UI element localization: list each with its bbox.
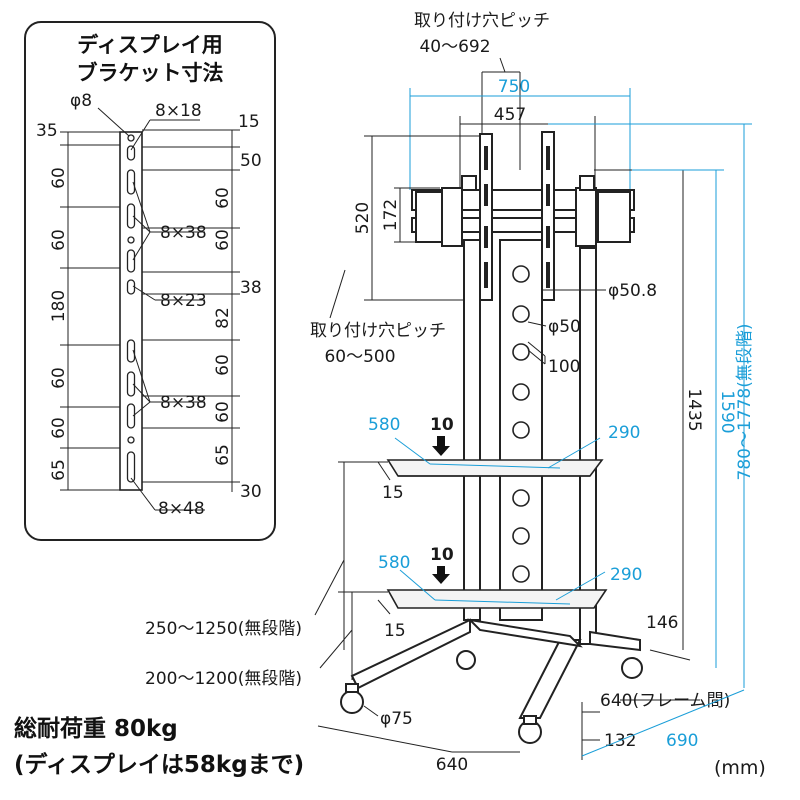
base-640: 640 — [436, 755, 468, 775]
bracket-right-82: 82 — [213, 307, 233, 329]
shelf1-load: 10 — [430, 415, 454, 435]
shelf2-load-arrow — [432, 566, 450, 584]
side-pitch-label: 取り付け穴ピッチ — [310, 321, 446, 341]
h-1435: 1435 — [684, 388, 704, 431]
bracket-slot-8x38-a: 8×38 — [160, 223, 207, 243]
side-pitch-leader — [329, 269, 346, 319]
shelf1-d-leader — [547, 437, 601, 469]
hole-dia-leader — [527, 321, 547, 327]
shelf-1 — [386, 459, 604, 477]
caster-leader — [363, 705, 379, 717]
bracket-hole-dia: φ8 — [70, 91, 92, 111]
bracket-left-60c: 60 — [49, 367, 69, 389]
h-1590-lines — [548, 123, 752, 688]
bracket-bar — [119, 131, 143, 491]
bracket-slot-8x18: 8×18 — [155, 101, 202, 121]
total-load: 総耐荷重 80kg — [14, 715, 178, 742]
width-750-lines — [409, 88, 631, 190]
bracket-right-38: 38 — [240, 278, 262, 298]
h-range: 780〜1778(無段階) — [735, 324, 755, 481]
bracket-left-60b: 60 — [49, 229, 69, 251]
shelf2-load: 10 — [430, 545, 454, 565]
width-750: 750 — [498, 77, 530, 97]
bracket-right-60b: 60 — [213, 229, 233, 251]
shelf2-d: 290 — [610, 565, 642, 585]
shelf2-d-leader — [555, 571, 606, 601]
shelf2-w-line — [434, 599, 571, 605]
dim-146: 146 — [646, 613, 678, 633]
shelf2-w: 580 — [378, 553, 410, 573]
pole-dia: φ50.8 — [608, 281, 657, 301]
caster: φ75 — [380, 709, 413, 729]
bracket-title-2: ブラケット寸法 — [77, 61, 224, 85]
shelf1-t: 15 — [382, 483, 404, 503]
bracket-right-60a: 60 — [213, 187, 233, 209]
shelf1-t-leader — [377, 461, 391, 481]
bracket-right-15: 15 — [238, 112, 260, 132]
bracket-right-30: 30 — [240, 482, 262, 502]
frame-640: 640(フレーム間) — [600, 691, 730, 711]
hole-dia-50: φ50 — [548, 317, 581, 337]
base-frame — [340, 618, 643, 744]
range-250: 250〜1250(無段階) — [145, 619, 302, 639]
height-172: 172 — [381, 199, 401, 231]
bracket-right-50: 50 — [240, 151, 262, 171]
shelf1-w-line — [429, 463, 561, 469]
shelf2-t-leader — [377, 599, 391, 615]
bracket-right-60c: 60 — [213, 354, 233, 376]
bracket-leaders — [97, 107, 205, 511]
shelf1-w-leader — [394, 437, 431, 465]
shelf1-w: 580 — [368, 415, 400, 435]
bracket-left-dims — [60, 131, 120, 491]
bracket-right-60d: 60 — [213, 401, 233, 423]
bracket-right-65: 65 — [213, 444, 233, 466]
bracket-holes — [126, 134, 136, 483]
range-200: 200〜1200(無段階) — [145, 669, 302, 689]
dim-690-line — [581, 689, 745, 757]
shelf-range-lines — [314, 461, 388, 680]
shelf2-w-leader — [399, 569, 436, 601]
shelf2-t: 15 — [384, 621, 406, 641]
bracket-left-60a: 60 — [49, 167, 69, 189]
bottom-dim-lines — [317, 649, 700, 760]
bracket-slot-8x23: 8×23 — [160, 291, 207, 311]
bracket-left-60d: 60 — [49, 417, 69, 439]
bracket-left-35: 35 — [36, 121, 58, 141]
bracket-left-65: 65 — [49, 459, 69, 481]
width-457: 457 — [494, 105, 526, 125]
pole-left — [463, 239, 481, 621]
bracket-right-dims — [142, 129, 240, 492]
mount-bracket — [411, 131, 635, 301]
height-520: 520 — [353, 202, 373, 234]
pole-holes — [512, 265, 530, 583]
pitch-100: 100 — [548, 357, 580, 377]
shelf1-load-arrow — [432, 436, 450, 456]
bracket-left-180: 180 — [49, 290, 69, 322]
h-1590: 1590 — [717, 390, 737, 433]
bracket-box — [24, 21, 276, 541]
shelf1-d: 290 — [608, 423, 640, 443]
top-pitch-value: 40〜692 — [419, 37, 490, 57]
dim-132: 132 — [604, 731, 636, 751]
unit-label: (mm) — [714, 757, 766, 779]
display-load: (ディスプレイは58kgまで) — [14, 751, 304, 778]
mount-slots — [484, 146, 550, 288]
bracket-title-1: ディスプレイ用 — [77, 33, 223, 57]
pitch-100-lines — [527, 341, 546, 365]
bracket-slot-8x48: 8×48 — [158, 499, 205, 519]
shelf-2 — [386, 589, 608, 609]
pole-right — [579, 247, 597, 645]
top-pitch-label: 取り付け穴ピッチ — [414, 11, 550, 31]
side-pitch-value: 60〜500 — [324, 347, 395, 367]
bracket-slot-8x38-b: 8×38 — [160, 393, 207, 413]
dim-690: 690 — [666, 731, 698, 751]
